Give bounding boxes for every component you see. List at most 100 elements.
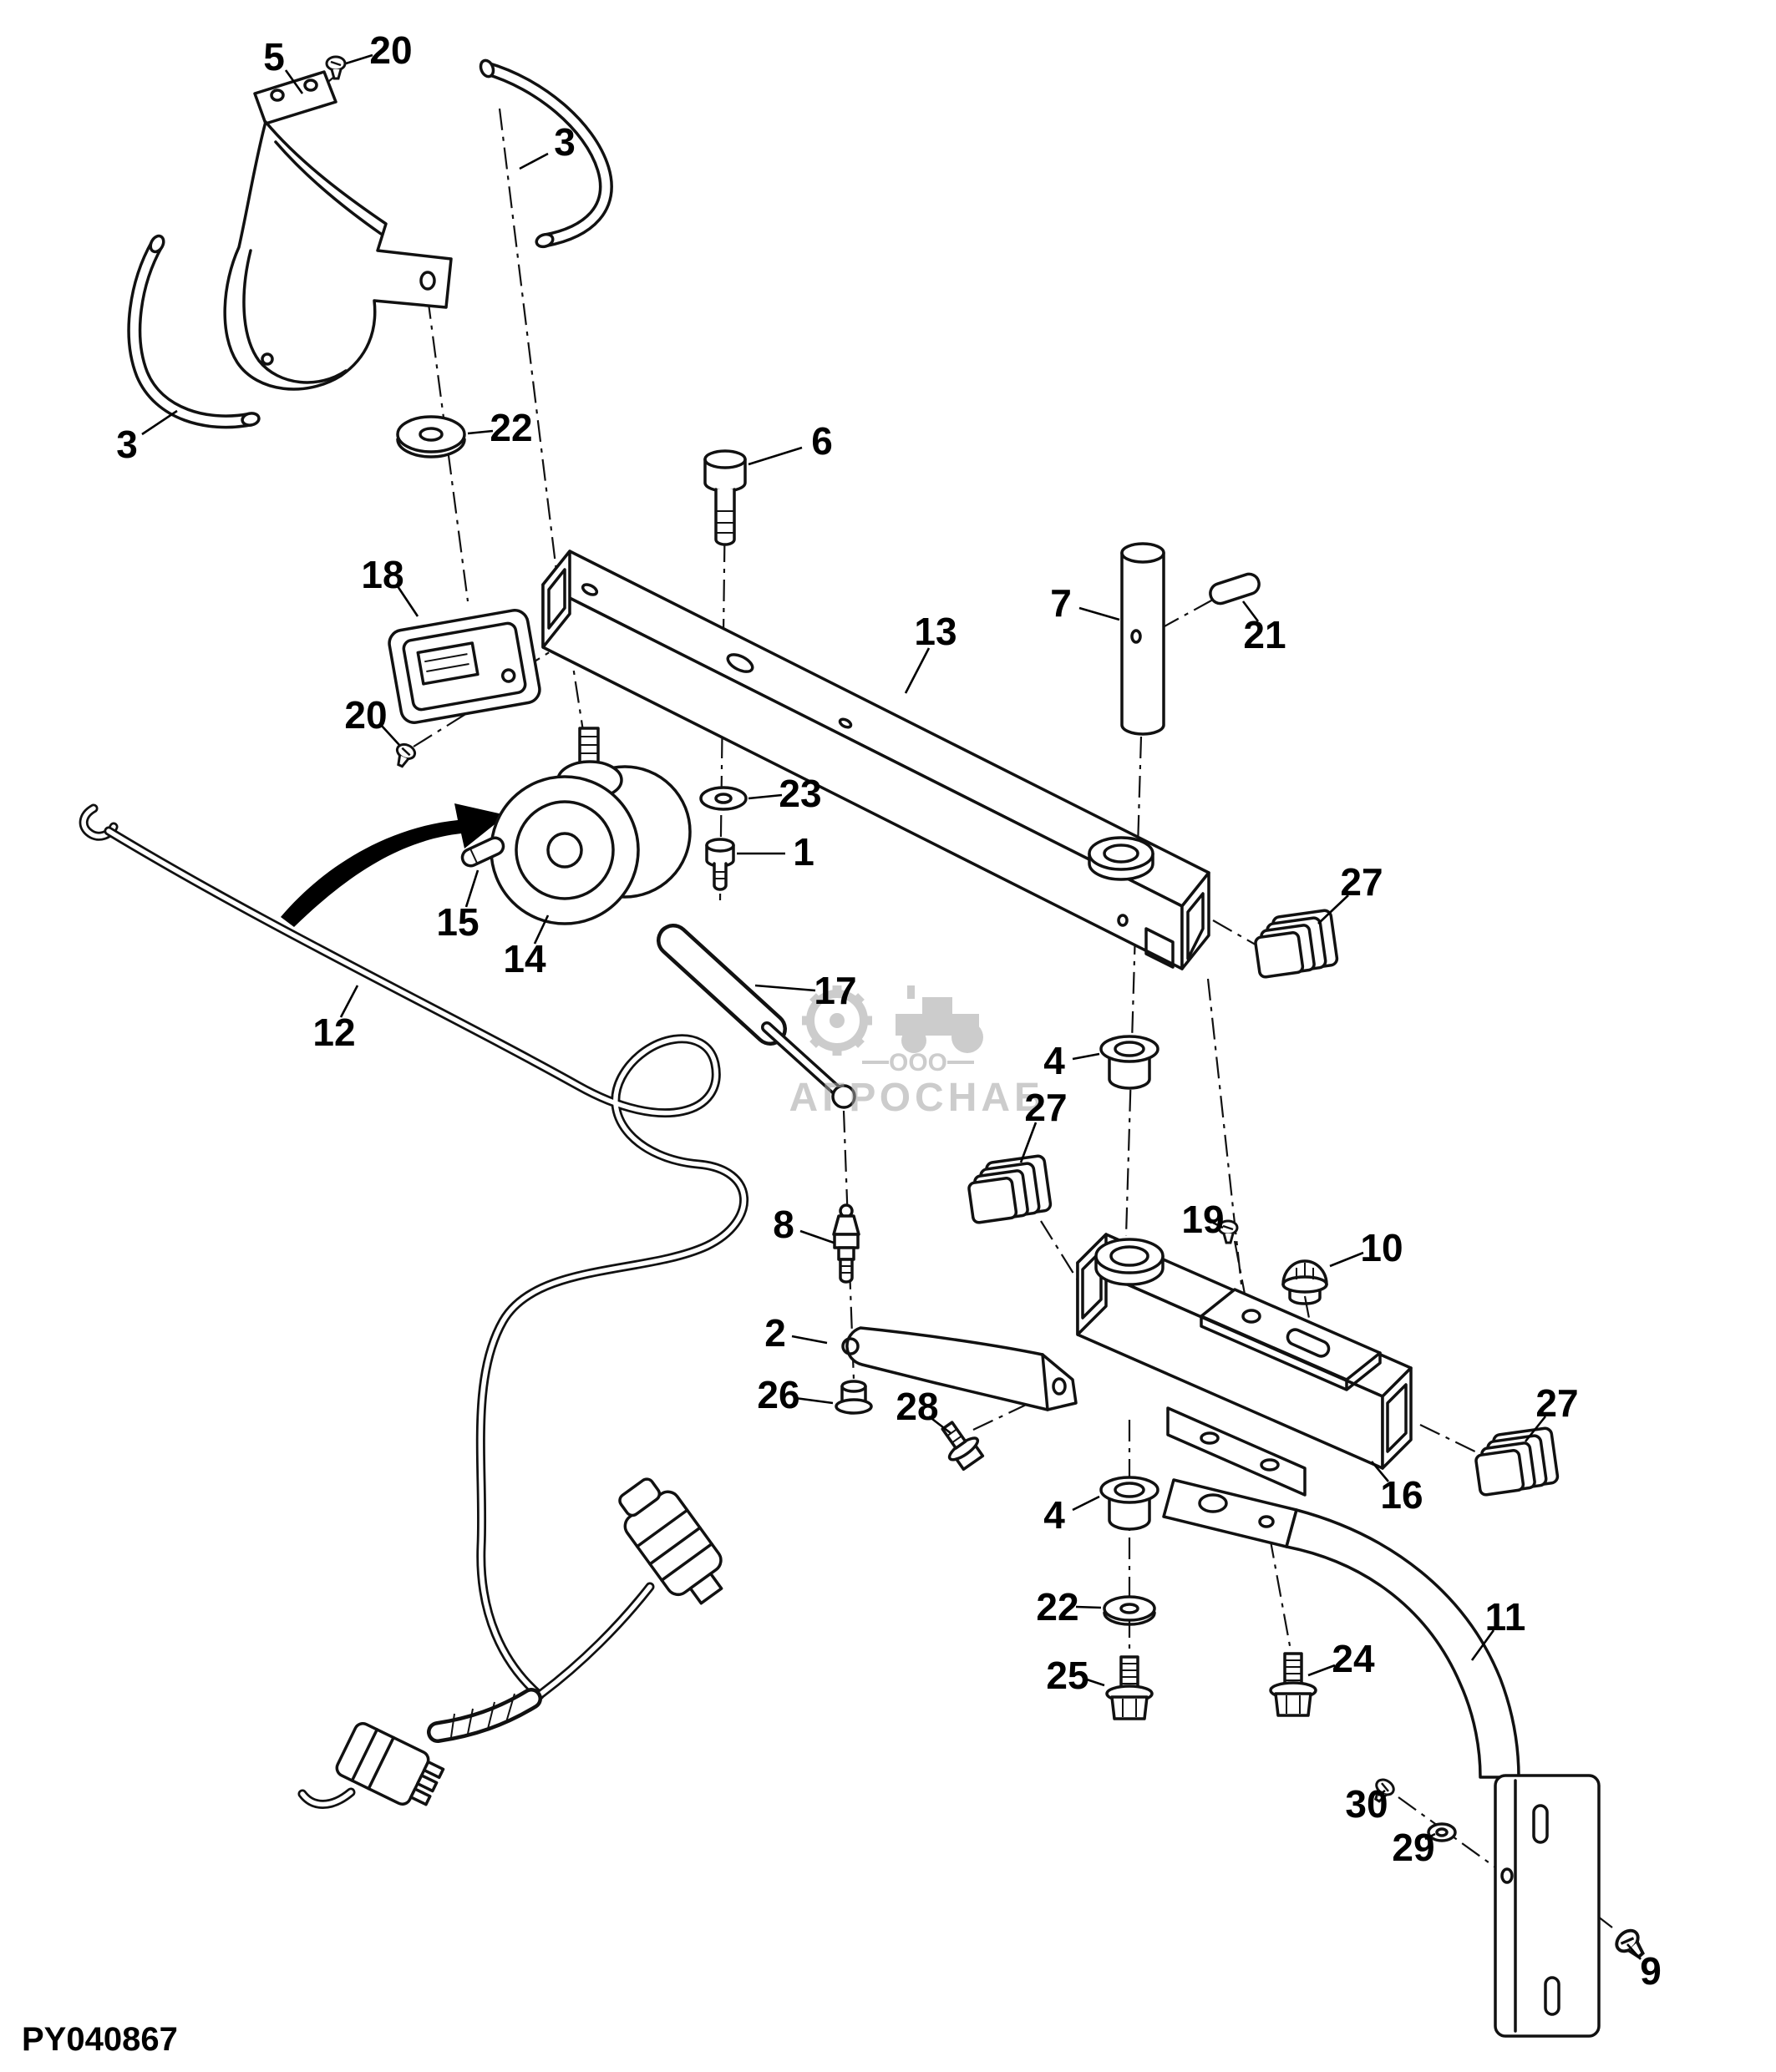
part-13-beam [541, 550, 1210, 970]
centerlines [313, 76, 1613, 1928]
part-16-latch-block [1076, 1233, 1413, 1497]
watermark-logo: ООО АГРОСНАБ [789, 985, 1047, 1120]
svg-text:7: 7 [1050, 581, 1072, 625]
part-27-cap-block [1471, 1426, 1560, 1497]
part-10-knob [1281, 1259, 1328, 1305]
callout-10: 10 [1329, 1226, 1403, 1269]
svg-text:23: 23 [779, 772, 821, 815]
svg-text:24: 24 [1332, 1637, 1375, 1680]
part-3-upper-hook [479, 58, 613, 249]
part-24-bolt [1269, 1652, 1317, 1717]
svg-text:17: 17 [814, 969, 856, 1012]
part-17-gas-strut [657, 924, 856, 1109]
svg-text:20: 20 [369, 28, 412, 72]
svg-text:27: 27 [1340, 860, 1383, 904]
part-1-bolt [705, 838, 735, 891]
block-boss [1094, 1238, 1165, 1286]
part-29-washer [1427, 1822, 1457, 1842]
callout-22: 22 [467, 406, 533, 449]
part-7-pin-cylinder [1120, 542, 1165, 736]
drawing-code: PY040867 [22, 2021, 178, 2058]
watermark-tractor [896, 985, 983, 1053]
svg-text:1: 1 [793, 830, 814, 874]
part-6-bolt [703, 449, 747, 546]
callout-19: 19 [1181, 1198, 1224, 1241]
callout-26: 26 [757, 1373, 834, 1416]
callout-7: 7 [1050, 581, 1120, 625]
callout-17: 17 [754, 969, 857, 1012]
svg-text:27: 27 [1024, 1086, 1067, 1129]
part-15-pin [460, 836, 505, 868]
callout-27: 27 [1317, 860, 1383, 925]
callout-24: 24 [1307, 1637, 1375, 1680]
callout-1: 1 [737, 830, 814, 874]
callout-2: 2 [764, 1311, 828, 1355]
part-25-bolt [1105, 1655, 1154, 1720]
harness-connector-small [335, 1722, 445, 1806]
callout-28: 28 [896, 1385, 951, 1435]
part-4-bushing-upper [1099, 1035, 1159, 1090]
callout-30: 30 [1345, 1782, 1388, 1826]
callout-15: 15 [436, 869, 480, 944]
callout-27: 27 [1524, 1381, 1579, 1442]
watermark-company-prefix: ООО [889, 1049, 947, 1077]
part-28-bolt [941, 1421, 985, 1472]
svg-text:4: 4 [1043, 1493, 1065, 1537]
block-latch-plate [1200, 1288, 1382, 1391]
callout-16: 16 [1371, 1461, 1423, 1517]
svg-text:21: 21 [1243, 613, 1286, 656]
callout-18: 18 [361, 553, 419, 617]
svg-text:19: 19 [1181, 1198, 1224, 1241]
svg-text:25: 25 [1046, 1654, 1088, 1697]
callout-13: 13 [904, 610, 957, 694]
callout-14: 14 [503, 914, 550, 980]
svg-text:9: 9 [1640, 1949, 1662, 1993]
part-11-support-arm [1162, 1478, 1601, 2038]
svg-text:11: 11 [1485, 1595, 1526, 1639]
svg-text:13: 13 [914, 610, 957, 653]
part-21-pin [1209, 572, 1261, 605]
svg-text:30: 30 [1345, 1782, 1388, 1826]
callout-3: 3 [519, 120, 576, 170]
callout-20: 20 [345, 28, 413, 72]
svg-text:2: 2 [764, 1311, 786, 1355]
callout-9: 9 [1626, 1943, 1662, 1993]
harness-connector-large [618, 1477, 723, 1605]
part-20-screw-top [325, 55, 347, 80]
callout-3: 3 [116, 409, 178, 466]
callout-21: 21 [1241, 600, 1286, 656]
svg-text:14: 14 [503, 937, 546, 980]
svg-text:22: 22 [490, 406, 532, 449]
callout-4: 4 [1043, 1039, 1100, 1082]
svg-text:3: 3 [116, 423, 138, 466]
callout-23: 23 [748, 772, 822, 815]
harness-braid [427, 1688, 542, 1743]
part-27-cap-beam [1251, 908, 1340, 980]
svg-text:15: 15 [436, 900, 479, 944]
svg-text:28: 28 [896, 1385, 938, 1428]
part-22-washer-lower [1103, 1595, 1156, 1626]
svg-text:22: 22 [1036, 1585, 1078, 1629]
svg-text:27: 27 [1535, 1381, 1578, 1425]
callout-27: 27 [1019, 1086, 1068, 1163]
callout-5: 5 [263, 35, 304, 94]
svg-text:20: 20 [344, 693, 387, 737]
part-23-washer [699, 786, 748, 811]
pointer-arrow [281, 803, 506, 927]
watermark-company-name: АГРОСНАБ [789, 1076, 1047, 1120]
part-4-bushing-lower [1099, 1476, 1159, 1531]
callout-6: 6 [748, 419, 833, 466]
callout-20: 20 [344, 693, 400, 746]
part-2-bracket [841, 1326, 1078, 1411]
svg-text:12: 12 [312, 1011, 355, 1054]
svg-text:10: 10 [1360, 1226, 1403, 1269]
part-5-shield-bracket [223, 70, 453, 391]
svg-text:8: 8 [773, 1203, 794, 1246]
part-27-cap-mid [964, 1153, 1053, 1225]
svg-text:5: 5 [263, 35, 285, 79]
part-8-fitting [832, 1203, 860, 1284]
beam-collar [1088, 836, 1154, 881]
svg-text:6: 6 [811, 419, 833, 463]
